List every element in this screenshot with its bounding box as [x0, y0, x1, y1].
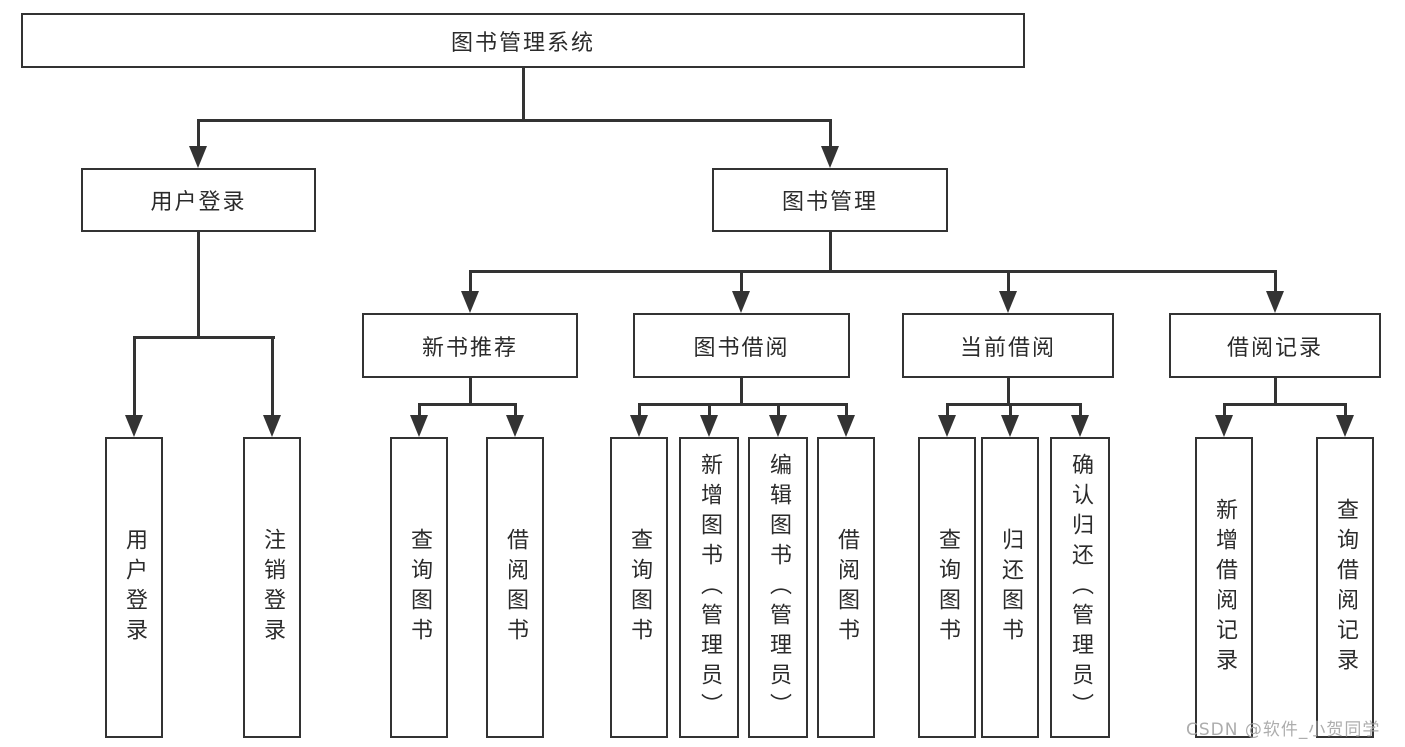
leaf-return-books: 归还图书: [981, 437, 1039, 738]
connector-line: [417, 402, 517, 406]
arrowhead-icon: [732, 291, 750, 313]
arrowhead-icon: [938, 415, 956, 437]
connector-line: [521, 68, 525, 120]
leaf-query-books-recommend: 查询图书: [390, 437, 448, 738]
arrowhead-icon: [769, 415, 787, 437]
leaf-query-books-current: 查询图书: [918, 437, 976, 738]
connector-line: [776, 403, 780, 417]
leaf-edit-book-admin: 编辑图书（管理员）: [748, 437, 808, 738]
connector-line: [196, 119, 200, 149]
arrowhead-icon: [461, 291, 479, 313]
connector-line: [637, 403, 641, 417]
leaf-user-login: 用户登录: [105, 437, 163, 738]
connector-line: [468, 269, 1277, 273]
arrowhead-icon: [700, 415, 718, 437]
connector-line: [1343, 403, 1347, 417]
arrowhead-icon: [1215, 415, 1233, 437]
node-root-system: 图书管理系统: [21, 13, 1025, 68]
arrowhead-icon: [189, 146, 207, 168]
connector-line: [707, 403, 711, 417]
leaf-borrow-books-2: 借阅图书: [817, 437, 875, 738]
connector-line: [739, 270, 743, 292]
leaf-add-book-admin: 新增图书（管理员）: [679, 437, 739, 738]
leaf-query-borrow-record: 查询借阅记录: [1316, 437, 1374, 738]
arrowhead-icon: [1001, 415, 1019, 437]
leaf-borrow-books-recommend: 借阅图书: [486, 437, 544, 738]
arrowhead-icon: [263, 415, 281, 437]
arrowhead-icon: [630, 415, 648, 437]
leaf-logout: 注销登录: [243, 437, 301, 738]
connector-line: [513, 403, 517, 417]
leaf-confirm-return-admin: 确认归还（管理员）: [1050, 437, 1110, 738]
arrowhead-icon: [506, 415, 524, 437]
arrowhead-icon: [1336, 415, 1354, 437]
leaf-add-borrow-record: 新增借阅记录: [1195, 437, 1253, 738]
connector-line: [828, 232, 832, 271]
connector-line: [1006, 270, 1010, 292]
connector-line: [468, 270, 472, 292]
connector-line: [1273, 378, 1277, 404]
node-user-login: 用户登录: [81, 168, 316, 232]
connector-line: [196, 118, 832, 122]
leaf-query-books-borrow: 查询图书: [610, 437, 668, 738]
connector-line: [132, 335, 275, 339]
node-current-borrow: 当前借阅: [902, 313, 1114, 378]
connector-line: [1222, 403, 1226, 417]
node-new-book-recommend: 新书推荐: [362, 313, 578, 378]
arrowhead-icon: [821, 146, 839, 168]
connector-line: [945, 402, 1082, 406]
connector-line: [637, 402, 848, 406]
connector-line: [828, 119, 832, 149]
connector-line: [196, 232, 200, 337]
connector-line: [844, 403, 848, 417]
connector-line: [945, 403, 949, 417]
connector-line: [132, 336, 136, 417]
csdn-watermark: CSDN @软件_小贺同学: [1186, 720, 1381, 740]
arrowhead-icon: [1071, 415, 1089, 437]
arrowhead-icon: [999, 291, 1017, 313]
arrowhead-icon: [1266, 291, 1284, 313]
arrowhead-icon: [837, 415, 855, 437]
node-book-management: 图书管理: [712, 168, 948, 232]
connector-line: [1078, 403, 1082, 417]
connector-line: [1222, 402, 1347, 406]
arrowhead-icon: [410, 415, 428, 437]
node-book-borrow: 图书借阅: [633, 313, 850, 378]
connector-line: [270, 336, 274, 417]
connector-line: [1008, 403, 1012, 417]
connector-line: [417, 403, 421, 417]
arrowhead-icon: [125, 415, 143, 437]
connector-line: [739, 378, 743, 404]
connector-line: [468, 378, 472, 404]
connector-line: [1273, 270, 1277, 292]
connector-line: [1006, 378, 1010, 404]
node-borrow-records: 借阅记录: [1169, 313, 1381, 378]
